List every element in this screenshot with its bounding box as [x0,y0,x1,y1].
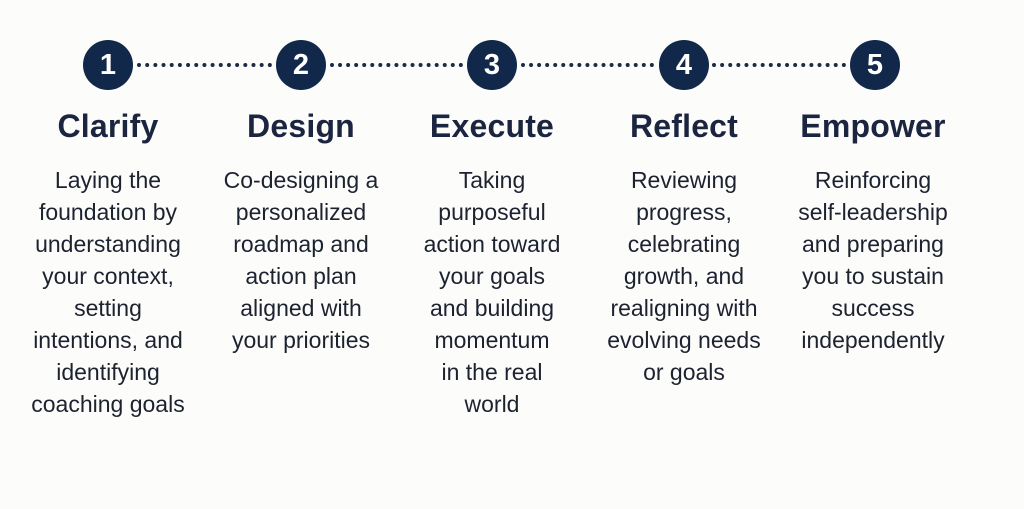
desc-line: Laying the [54,167,162,193]
desc-line: progress, [636,199,732,225]
step-number-badge: 5 [850,40,900,90]
desc-line: evolving needs [607,327,761,353]
connector-3-4 [521,63,654,67]
desc-line: your goals [438,263,546,289]
desc-line: self-leadership [798,199,948,225]
desc-line: world [464,391,520,417]
desc-line: and preparing [802,231,944,257]
step-description: Reinforcing self-leadership and preparin… [773,164,973,356]
desc-line: action toward [423,231,561,257]
desc-line: Reviewing [630,167,738,193]
desc-line: success [831,295,915,321]
desc-line: you to sustain [802,263,944,289]
desc-line: personalized [235,199,367,225]
desc-line: understanding [35,231,181,257]
desc-line: momentum [434,327,550,353]
desc-line: or goals [643,359,725,385]
desc-line: growth, and [623,263,745,289]
desc-line: and building [429,295,555,321]
desc-line: foundation by [38,199,178,225]
connector-4-5 [712,63,846,67]
desc-line: roadmap and [233,231,369,257]
desc-line: aligned with [240,295,362,321]
desc-line: Co-designing a [223,167,379,193]
step-description: Co-designing a personalized roadmap and … [201,164,401,356]
step-number-badge: 4 [659,40,709,90]
step-title: Design [247,108,355,144]
step-title: Clarify [57,108,159,144]
desc-line: Taking [458,167,526,193]
desc-line: identifying [56,359,160,385]
desc-line: your context, [42,263,174,289]
desc-line: action plan [245,263,357,289]
step-description: Taking purposeful action toward your goa… [392,164,592,420]
desc-line: setting [74,295,142,321]
step-number-badge: 2 [276,40,326,90]
desc-line: your priorities [231,327,371,353]
desc-line: Reinforcing [814,167,932,193]
step-title: Execute [429,108,555,144]
connector-2-3 [330,63,463,67]
step-description: Reviewing progress, celebrating growth, … [584,164,784,388]
connector-1-2 [137,63,272,67]
desc-line: celebrating [627,231,741,257]
step-number-badge: 3 [467,40,517,90]
desc-line: in the real [441,359,543,385]
desc-line: independently [801,327,945,353]
desc-line: intentions, and [33,327,183,353]
step-description: Laying the foundation by understanding y… [8,164,208,420]
step-title: Reflect [629,108,739,144]
step-number-badge: 1 [83,40,133,90]
desc-line: realigning with [610,295,758,321]
step-title: Empower [800,108,946,144]
desc-line: purposeful [438,199,546,225]
desc-line: coaching goals [31,391,185,417]
